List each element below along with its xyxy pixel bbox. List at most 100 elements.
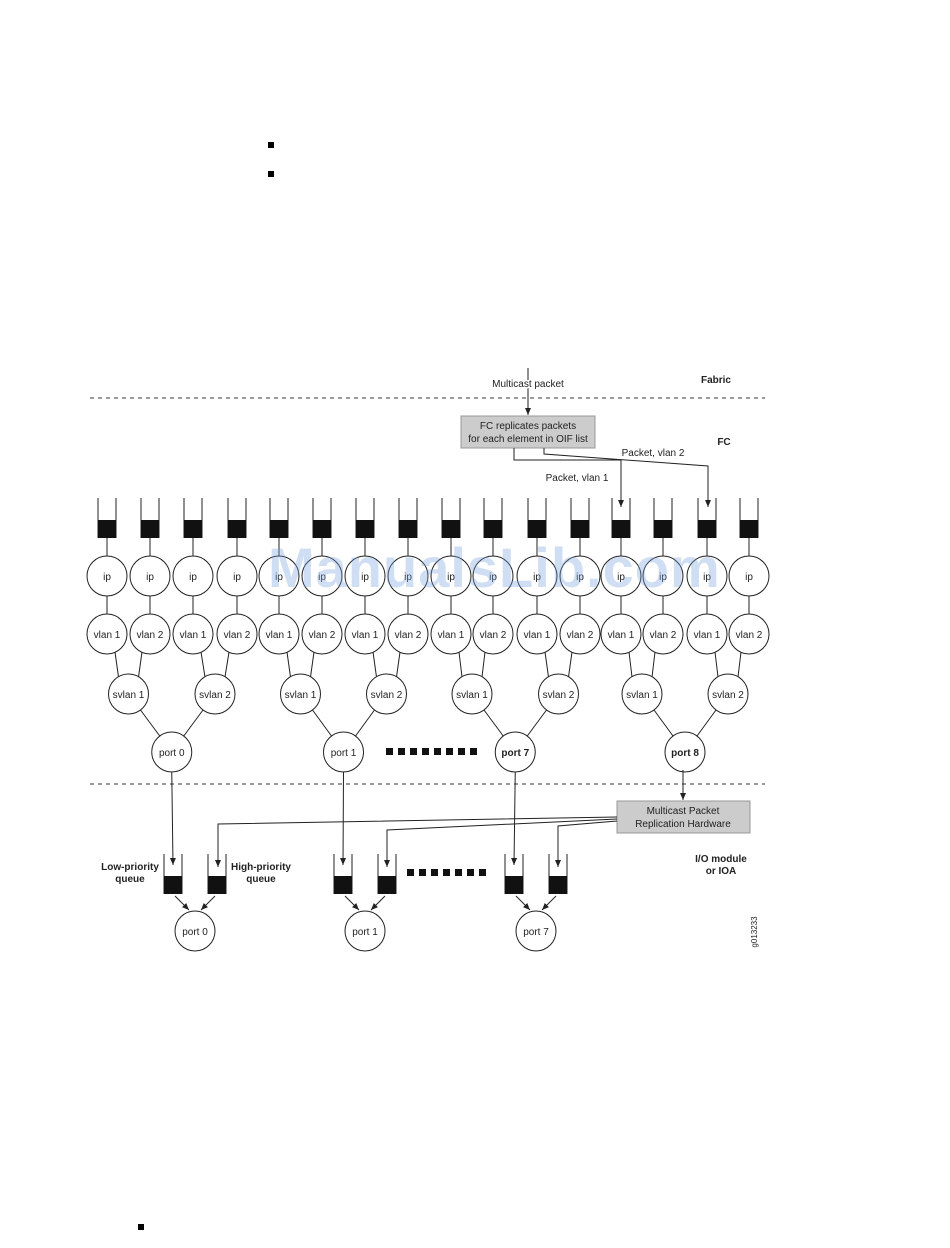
port-to-low-queue-arrow	[169, 771, 176, 866]
queue-to-port-arrow	[200, 895, 216, 911]
bullet-2	[268, 171, 274, 177]
hw-to-high-queue-port0	[215, 816, 618, 867]
port-node-label: port 0	[159, 748, 185, 759]
vlan-node	[728, 613, 770, 655]
vlan-node-label: vlan 1	[94, 630, 121, 641]
queue-to-port-arrow	[370, 895, 386, 911]
vlan-node	[686, 613, 728, 655]
egress-port-node-label: port 7	[523, 927, 549, 938]
vlan-node-label: vlan 1	[524, 630, 551, 641]
low-priority-queue	[333, 854, 353, 894]
ip-node-label: ip	[404, 572, 412, 583]
fc-box-line2: for each element in OIF list	[468, 434, 588, 445]
io-label-line2: or IOA	[706, 866, 737, 877]
packet-vlan2-label: Packet, vlan 2	[622, 448, 685, 459]
svlan-node-label: svlan 1	[285, 690, 317, 701]
high-priority-queue	[548, 854, 568, 894]
ingress-queue	[653, 498, 673, 538]
packet-vlan1-label: Packet, vlan 1	[546, 473, 609, 484]
high-queue-label-line2: queue	[246, 874, 276, 885]
ellipsis-marks	[386, 748, 477, 755]
svlan-node-label: svlan 1	[626, 690, 658, 701]
figure-id: g013233	[750, 916, 759, 948]
port-node	[664, 731, 706, 773]
ip-node-label: ip	[103, 572, 111, 583]
egress-ellipsis-marks	[407, 869, 486, 876]
svlan-node-label: svlan 1	[113, 690, 145, 701]
vlan-node-label: vlan 2	[309, 630, 336, 641]
vlan-node	[430, 613, 472, 655]
high-priority-queue	[207, 854, 227, 894]
packet-vlan2-arrow	[543, 448, 711, 507]
low-queue-label-line2: queue	[115, 874, 145, 885]
ingress-queue	[355, 498, 375, 538]
svlan-node	[621, 673, 663, 715]
svlan-node-label: svlan 1	[456, 690, 488, 701]
ip-node-label: ip	[533, 572, 541, 583]
ip-node-label: ip	[703, 572, 711, 583]
vlan-node-label: vlan 2	[480, 630, 507, 641]
ip-node-label: ip	[275, 572, 283, 583]
ingress-queue	[697, 498, 717, 538]
low-priority-queue	[504, 854, 524, 894]
queue-to-port-arrow	[344, 895, 360, 911]
replication-hardware-box	[616, 800, 751, 834]
vlan-node	[387, 613, 429, 655]
ingress-queue	[227, 498, 247, 538]
ip-node-label: ip	[146, 572, 154, 583]
ingress-queue	[739, 498, 759, 538]
bullet-3	[138, 1224, 144, 1230]
ip-node-label: ip	[745, 572, 753, 583]
ip-node-label: ip	[189, 572, 197, 583]
egress-port-node-label: port 1	[352, 927, 378, 938]
queue-to-port-arrow	[541, 895, 557, 911]
hw-to-high-queue-port7	[555, 820, 618, 867]
fabric-label: Fabric	[701, 375, 731, 386]
port-to-low-queue-arrow	[511, 771, 518, 866]
svlan-node	[194, 673, 236, 715]
replication-tree: ip vlan 1 ip vlan 2 ip vlan 1 ip vlan 2 ip vlan 1…	[86, 498, 770, 773]
vlan-node	[216, 613, 258, 655]
ingress-queue	[398, 498, 418, 538]
packet-vlan1-arrow	[513, 448, 624, 507]
ip-node-label: ip	[659, 572, 667, 583]
io-label-line1: I/O module	[695, 854, 747, 865]
fc-label: FC	[717, 437, 730, 448]
vlan-node	[129, 613, 171, 655]
vlan-node	[642, 613, 684, 655]
ingress-queue	[527, 498, 547, 538]
port-node-label: port 7	[501, 748, 529, 759]
ip-node-label: ip	[361, 572, 369, 583]
svlan-node	[366, 673, 407, 715]
ip-node-label: ip	[233, 572, 241, 583]
ip-node-label: ip	[447, 572, 455, 583]
bullet-1	[268, 142, 274, 148]
vlan-node	[301, 613, 343, 655]
queue-to-port-arrow	[174, 895, 190, 911]
vlan-node	[600, 613, 642, 655]
high-priority-queue	[377, 854, 397, 894]
svlan-node	[280, 673, 321, 715]
vlan-node-label: vlan 1	[180, 630, 207, 641]
ingress-queue	[97, 498, 117, 538]
vlan-node	[472, 613, 514, 655]
vlan-node-label: vlan 2	[650, 630, 677, 641]
queue-to-port-arrow	[515, 895, 531, 911]
vlan-node-label: vlan 1	[352, 630, 379, 641]
vlan-node	[258, 613, 300, 655]
high-queue-label-line1: High-priority	[231, 862, 291, 873]
ingress-queue	[269, 498, 289, 538]
svlan-node-label: svlan 2	[199, 690, 231, 701]
vlan-node-label: vlan 1	[694, 630, 721, 641]
vlan-node-label: vlan 2	[736, 630, 763, 641]
svlan-node-label: svlan 2	[543, 690, 575, 701]
low-queue-label-line1: Low-priority	[101, 862, 159, 873]
ingress-queue	[441, 498, 461, 538]
egress-port-node	[344, 910, 386, 952]
ingress-queue	[483, 498, 503, 538]
fc-replicates-box	[460, 415, 596, 449]
svlan-node	[108, 673, 149, 715]
svlan-node	[451, 673, 493, 715]
